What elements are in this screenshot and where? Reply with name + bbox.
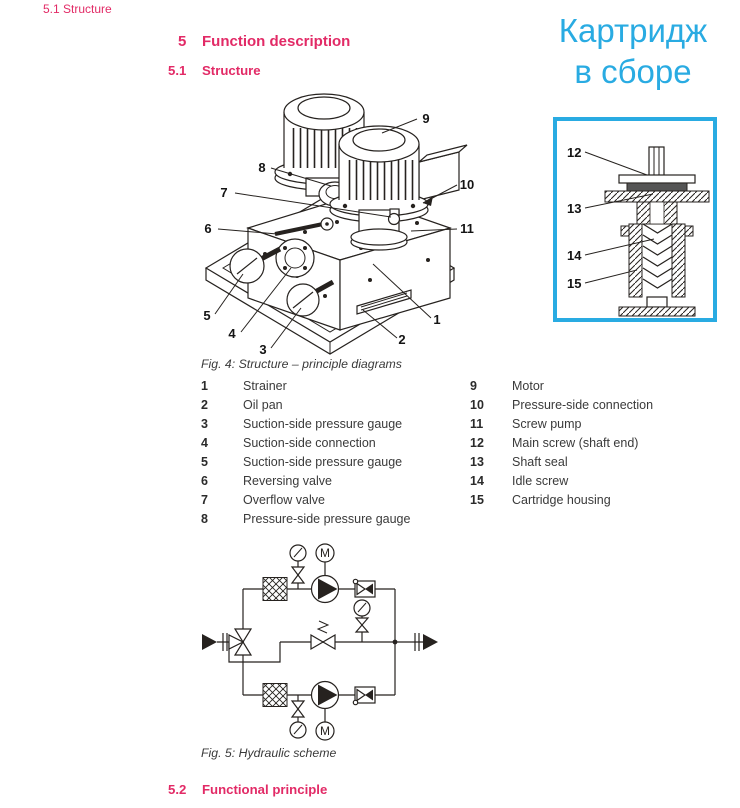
shutoff-valve-icon (290, 566, 306, 584)
reversing-valve-handle (274, 217, 334, 236)
pump-icon (310, 680, 340, 710)
suction-gauge-5 (229, 246, 282, 284)
callout-3: 3 (259, 342, 266, 357)
motor-label: M (320, 724, 330, 738)
motor-icon: M (315, 543, 335, 563)
callout-6: 6 (204, 221, 211, 236)
idle-screw-chevrons (642, 223, 673, 289)
section-title: Function description (202, 33, 351, 50)
callout-7: 7 (220, 185, 227, 200)
pressure-gauge-icon (289, 544, 307, 562)
callout-9: 9 (422, 111, 429, 126)
callout-leaders (214, 118, 458, 349)
next-section-number: 5.2 (168, 782, 187, 797)
section-number: 5 (178, 33, 187, 50)
pressure-gauge-icon (353, 599, 371, 617)
check-valve-icon (352, 686, 376, 706)
motor-label: M (320, 546, 330, 560)
suction-gauge-3 (286, 279, 335, 317)
next-section-heading: 5.2 Functional principle (168, 782, 327, 797)
shaft-seal (626, 182, 688, 192)
inlet-flange-icon (222, 633, 228, 651)
cartridge-housing (620, 223, 694, 298)
callout-11: 11 (460, 221, 474, 236)
inlet-flow-arrow-icon (202, 634, 217, 650)
subsection-number: 5.1 (168, 63, 187, 78)
running-header: 5.1 Structure (43, 2, 112, 16)
callout-15: 15 (567, 276, 581, 291)
callout-14: 14 (567, 248, 582, 263)
subsection-title: Structure (202, 63, 261, 78)
cartridge-flange (604, 174, 710, 225)
callout-10: 10 (460, 177, 474, 192)
filter-icon (262, 577, 288, 601)
relief-valve-icon (310, 620, 336, 651)
check-valve-icon (352, 578, 376, 598)
outlet-flow-arrow-icon (423, 634, 438, 650)
cartridge-detail-box: 12 13 14 15 (553, 117, 717, 322)
next-section-title: Functional principle (202, 782, 328, 797)
callout-1: 1 (433, 312, 440, 327)
section-heading: 5 Function description (178, 33, 350, 50)
outlet-flange-icon (414, 633, 420, 651)
motor-icon: M (315, 721, 335, 741)
fig4-structure-diagram: 1 2 3 4 5 6 7 8 9 10 11 (203, 93, 474, 357)
callout-8: 8 (258, 160, 265, 175)
filter-icon (262, 683, 288, 707)
fig5-caption: Fig. 5: Hydraulic scheme (201, 746, 337, 760)
oil-pan-slot (356, 289, 412, 315)
pump-icon (310, 574, 340, 604)
arrowhead-10 (423, 196, 433, 206)
main-screw-shaft (648, 146, 665, 178)
shutoff-valve-icon (290, 700, 306, 718)
callout-2: 2 (398, 332, 405, 347)
three-way-valve-icon (228, 628, 253, 656)
fig5-hydraulic-scheme: M M (202, 543, 438, 741)
annotation-line-2: в сборе (574, 53, 692, 90)
pipe-junction (392, 639, 398, 645)
subsection-heading: 5.1 Structure (168, 63, 261, 78)
cartridge-section-drawing: 12 13 14 15 (567, 145, 710, 317)
motor-front (329, 125, 468, 251)
cartridge-annotation: Картридж в сборе (533, 10, 733, 92)
suction-flange (275, 238, 315, 278)
callout-4: 4 (228, 326, 236, 341)
cartridge-leaders (584, 151, 655, 284)
annotation-line-1: Картридж (558, 12, 708, 49)
callout-5: 5 (203, 308, 210, 323)
bottom-plate (618, 296, 696, 317)
pressure-gauge-icon (289, 721, 307, 739)
overflow-valve (387, 208, 401, 226)
callout-13: 13 (567, 201, 581, 216)
shutoff-valve-icon (354, 617, 370, 633)
callout-12: 12 (567, 145, 581, 160)
fig4-caption: Fig. 4: Structure – principle diagrams (201, 357, 402, 371)
